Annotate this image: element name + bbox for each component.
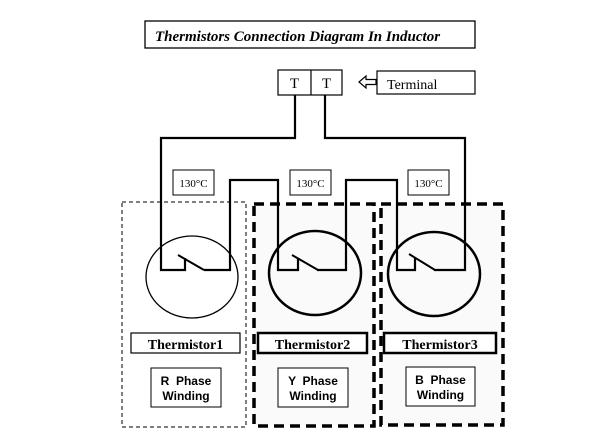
switch-blade-2 [291, 254, 319, 271]
title-box: Thermistors Connection Diagram In Induct… [144, 20, 476, 49]
winding-label-y-line2: Winding [289, 389, 336, 403]
terminal-block: T T [277, 69, 343, 96]
wire-right-lead [323, 95, 467, 272]
rating-box-2: 130°C [289, 169, 332, 196]
winding-box-b: B Phase Winding [405, 366, 476, 407]
thermistor-name-3: Thermistor3 [402, 338, 477, 353]
switch-blade-1 [177, 254, 205, 271]
thermistor-3-symbol [386, 230, 482, 318]
rating-label-2: 130°C [296, 178, 324, 190]
winding-label-r-line1: R Phase [161, 374, 212, 388]
switch-contacts [177, 253, 436, 271]
rating-label-1: 130°C [179, 178, 207, 190]
left-arrow-icon [358, 74, 377, 90]
winding-box-r: R Phase Winding [150, 367, 222, 408]
terminal-pin-2: T [322, 76, 331, 92]
winding-label-r-line2: Winding [162, 389, 209, 403]
terminal-label: Terminal [387, 78, 437, 93]
wire-jumper-2-3 [317, 178, 417, 272]
winding-box-y: Y Phase Winding [277, 367, 349, 408]
winding-label-y-line1: Y Phase [288, 374, 338, 388]
thermistor-name-box-1: Thermistor1 [130, 332, 241, 354]
rating-box-1: 130°C [172, 169, 215, 196]
winding-label-b-line2: Winding [417, 388, 464, 402]
winding-label-b-line1: B Phase [415, 373, 466, 387]
rating-box-3: 130°C [407, 169, 450, 196]
terminal-pin-1: T [290, 76, 299, 92]
rating-label-3: 130°C [414, 178, 442, 190]
wire-left-lead [159, 95, 297, 272]
thermistor-name-box-3: Thermistor3 [382, 331, 498, 355]
thermistor-name-box-2: Thermistor2 [256, 331, 369, 355]
switch-blade-3 [408, 253, 436, 271]
thermistor-name-1: Thermistor1 [148, 338, 223, 353]
terminal-label-box: Terminal [376, 70, 476, 95]
wiring [159, 95, 467, 272]
diagram-title: Thermistors Connection Diagram In Induct… [155, 29, 440, 45]
thermistor-2-symbol [267, 229, 363, 317]
thermistor-name-2: Thermistor2 [275, 338, 350, 353]
wire-jumper-1-2 [204, 178, 300, 272]
thermistor-1-symbol [145, 235, 239, 319]
